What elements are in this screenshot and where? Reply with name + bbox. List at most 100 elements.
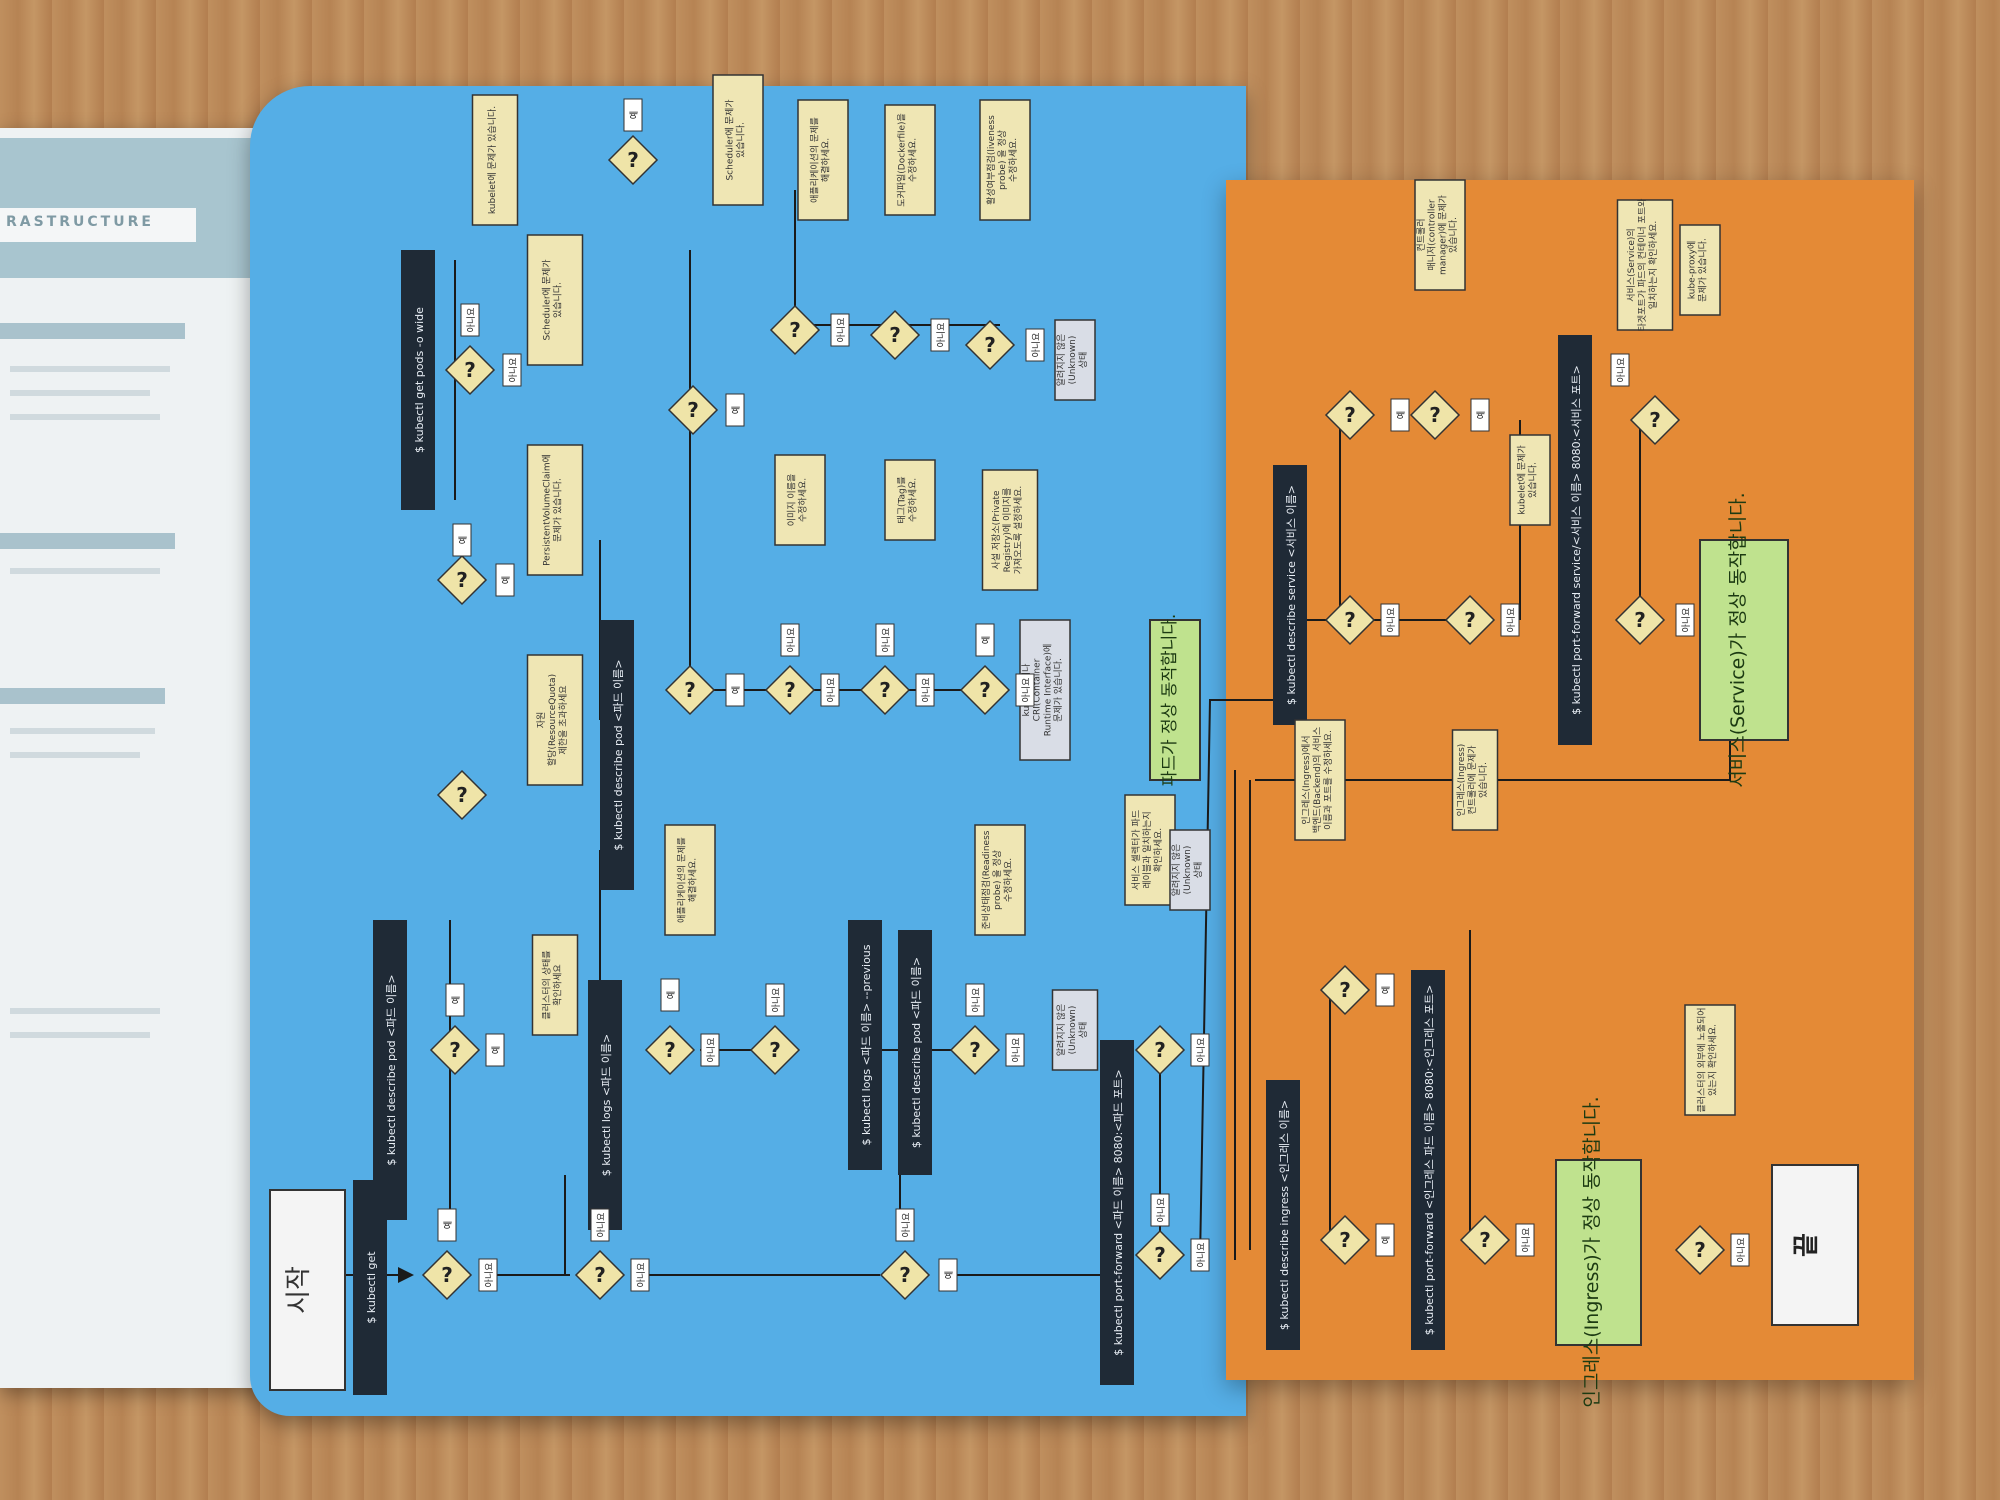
tag-text: 아니요 bbox=[1506, 608, 1517, 633]
action-box: 애플리케이션의 문제를해결하세요. bbox=[664, 824, 716, 936]
question-mark: ? bbox=[627, 148, 639, 172]
tag-text: 아니요 bbox=[881, 628, 892, 653]
tag-text: 예 bbox=[501, 576, 512, 584]
tag-text: 아니요 bbox=[1031, 333, 1042, 358]
decision-diamond: ? bbox=[1409, 389, 1461, 441]
decision-diamond: ? bbox=[1444, 594, 1496, 646]
action-text: 활성여부점검(livenessprobe) 을 정상수정하세요. bbox=[985, 115, 1019, 205]
decision-diamond: ? bbox=[421, 1249, 473, 1301]
question-mark: ? bbox=[1464, 608, 1476, 632]
no-tag: 아니요 bbox=[700, 1033, 720, 1067]
decision-diamond: ? bbox=[607, 134, 659, 186]
yes-tag: 예 bbox=[725, 673, 745, 707]
action-box: 활성여부점검(livenessprobe) 을 정상수정하세요. bbox=[979, 99, 1031, 221]
decision-diamond: ? bbox=[667, 384, 719, 436]
tag-text: 아니요 bbox=[484, 1263, 495, 1288]
tag-text: 아니요 bbox=[826, 678, 837, 703]
left-page-bar bbox=[0, 533, 175, 549]
decision-diamond: ? bbox=[644, 1024, 696, 1076]
decision-diamond: ? bbox=[1614, 594, 1666, 646]
tag-text: 예 bbox=[1381, 986, 1392, 994]
no-tag: 아니요 bbox=[780, 623, 800, 657]
question-mark: ? bbox=[456, 568, 468, 592]
action-text: Scheduler에 문제가있습니다. bbox=[542, 259, 564, 340]
no-tag: 아니요 bbox=[830, 313, 850, 347]
yes-tag: 예 bbox=[1390, 398, 1410, 432]
command-text: $ kubectl describe ingress <인그레스 이름> bbox=[1278, 1100, 1291, 1330]
decision-diamond: ? bbox=[879, 1249, 931, 1301]
no-tag: 아니요 bbox=[930, 318, 950, 352]
action-text: 도커파일(Dockerfile)을수정하세요. bbox=[897, 113, 919, 207]
action-box: Scheduler에 문제가있습니다. bbox=[526, 234, 584, 366]
command-text: $ kubectl describe service <서비스 이름> bbox=[1285, 485, 1298, 705]
question-mark: ? bbox=[1649, 408, 1661, 432]
question-mark: ? bbox=[984, 333, 996, 357]
tag-text: 아니요 bbox=[1196, 1243, 1207, 1268]
command-bar: $ kubectl describe pod <파드 이름> bbox=[600, 620, 634, 890]
tag-text: 아니요 bbox=[786, 628, 797, 653]
command-text: $ kubectl describe pod <파드 이름> bbox=[385, 974, 398, 1165]
action-text: kubelet에 문제가 있습니다. bbox=[486, 106, 498, 214]
tag-text: 아니요 bbox=[466, 308, 477, 333]
action-box: Scheduler에 문제가있습니다. bbox=[712, 74, 764, 206]
action-text: 서비스 셀렉터가 파드레이블과 일치하는지확인하세요. bbox=[1131, 810, 1164, 890]
tag-text: 아니요 bbox=[936, 323, 947, 348]
action-box: 클러스터의 외부에 노출되어있는지 확인하세요. bbox=[1684, 1004, 1736, 1116]
tag-text: 예 bbox=[944, 1271, 955, 1279]
no-tag: 아니요 bbox=[590, 1208, 610, 1242]
no-tag: 아니요 bbox=[1610, 353, 1630, 387]
action-box: 컨트롤러매니저(controllermanager)에 문제가있습니다. bbox=[1414, 179, 1466, 291]
tag-text: 예 bbox=[1396, 411, 1407, 419]
tag-text: 아니요 bbox=[1616, 358, 1627, 383]
action-text: 인그레스(Ingress)에서백엔드(Backend)의 서비스이름과 포트를 … bbox=[1301, 727, 1334, 833]
left-page-text-line bbox=[10, 414, 160, 420]
tag-text: 예 bbox=[443, 1221, 454, 1229]
tag-text: 예 bbox=[981, 636, 992, 644]
decision-diamond: ? bbox=[949, 1024, 1001, 1076]
left-page-text-line bbox=[10, 752, 140, 758]
tag-text: 아니요 bbox=[1386, 608, 1397, 633]
question-mark: ? bbox=[1339, 978, 1351, 1002]
decision-diamond: ? bbox=[1319, 964, 1371, 1016]
no-tag: 아니요 bbox=[895, 1208, 915, 1242]
tag-text: 예 bbox=[629, 111, 640, 119]
decision-diamond: ? bbox=[1324, 389, 1376, 441]
end-label: 끝 bbox=[1792, 1233, 1822, 1257]
command-bar: $ kubectl logs <파드 이름> bbox=[588, 980, 622, 1230]
tag-text: 예 bbox=[1381, 1236, 1392, 1244]
action-box: 인그레스(Ingress)에서백엔드(Backend)의 서비스이름과 포트를 … bbox=[1294, 719, 1346, 841]
command-bar: $ kubectl port-forward service/<서비스 이름> … bbox=[1558, 335, 1592, 745]
decision-diamond: ? bbox=[1134, 1229, 1186, 1281]
action-text: 태그(Tag)를수정하세요. bbox=[897, 476, 919, 523]
decision-diamond: ? bbox=[749, 1024, 801, 1076]
decision-diamond: ? bbox=[574, 1249, 626, 1301]
no-tag: 아니요 bbox=[502, 353, 522, 387]
tag-text: 예 bbox=[1476, 411, 1487, 419]
action-box: 태그(Tag)를수정하세요. bbox=[884, 459, 936, 541]
left-page-text-line bbox=[10, 390, 150, 396]
command-bar: $ kubectl get pods -o wide bbox=[401, 250, 435, 510]
command-text: $ kubectl get pods -o wide bbox=[413, 307, 426, 453]
decision-diamond: ? bbox=[1629, 394, 1681, 446]
end-node: 끝 bbox=[1771, 1164, 1859, 1326]
no-tag: 아니요 bbox=[1150, 1193, 1170, 1227]
command-bar: $ kubectl logs <파드 이름> --previous bbox=[848, 920, 882, 1170]
decision-diamond: ? bbox=[764, 664, 816, 716]
command-bars: $ kubectl get$ kubectl describe pod <파드 … bbox=[353, 250, 1592, 1395]
yes-tag: 예 bbox=[445, 983, 465, 1017]
unknown-box: 알려지지 않은(Unknown)상태 bbox=[1054, 319, 1096, 401]
action-text: 서비스(Service)의타겟포트가 파드의 컨테이너 포트와일치하는지 확인하… bbox=[1626, 199, 1659, 332]
no-tag: 아니요 bbox=[765, 983, 785, 1017]
command-text: $ kubectl describe pod <파드 이름> bbox=[612, 659, 625, 850]
question-mark: ? bbox=[1154, 1038, 1166, 1062]
command-text: $ kubectl port-forward service/<서비스 이름> … bbox=[1570, 365, 1583, 715]
tag-text: 아니요 bbox=[596, 1213, 607, 1238]
command-bar: $ kubectl describe service <서비스 이름> bbox=[1273, 465, 1307, 725]
tag-text: 아니요 bbox=[1021, 678, 1032, 703]
action-box: 자원할당(ResourceQuota)제한을 초과하세요 bbox=[526, 654, 584, 786]
pod-ok-result: 파드가 정상 동작합니다. bbox=[1149, 614, 1201, 786]
action-box: PersistentVolumeClaim에문제가 있습니다. bbox=[526, 444, 584, 576]
tag-text: 아니요 bbox=[706, 1038, 717, 1063]
